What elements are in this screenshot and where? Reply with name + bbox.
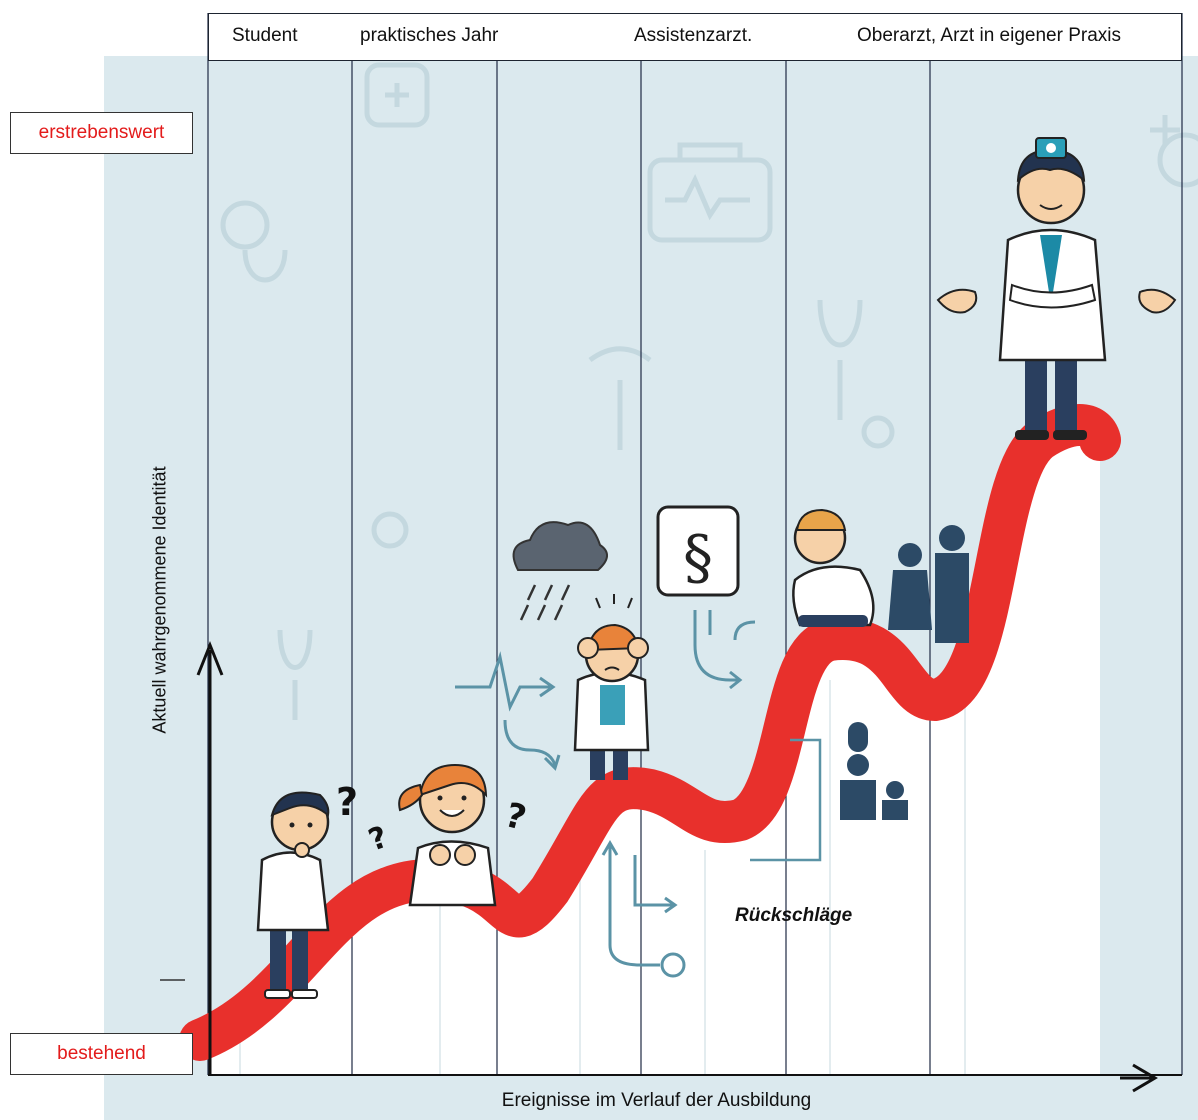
svg-text:§: § [683,523,713,593]
student-figure [256,791,330,999]
kneeling-doctor-figure [792,508,875,627]
y-axis-arrow [196,640,224,676]
under-curve-area [208,440,1100,1075]
stethoscope-icon [220,200,270,250]
stethoscope-icon [817,299,863,420]
rain-cloud-icon [512,521,608,621]
pj-student-figure [398,763,497,907]
question-mark-icon: ? [501,795,530,839]
level-label-top: erstrebenswert [10,112,193,154]
medical-cross-icon [364,62,430,128]
flow-arrow-icon [601,610,756,978]
heartbeat-arrow-icon [455,651,561,771]
stage-label-praktisches-jahr: praktisches Jahr [360,25,499,46]
x-axis-label: Ereignisse im Verlauf der Ausbildung [501,1090,812,1111]
stage-header-bar [208,13,1182,61]
setbacks-annotation: Rückschläge [735,905,853,926]
senior-doctor-figure [998,137,1107,440]
question-mark-icon: ? [364,820,392,859]
caduceus-icon [588,346,652,450]
stressed-resident-figure [573,594,650,780]
question-mark-icon: ? [336,780,358,824]
group-silhouette-icon [840,525,969,820]
medkit-icon [647,157,773,243]
hand-icon [936,288,1177,314]
stage-label-assistenzarzt: Assistenzarzt. [634,25,753,46]
level-label-bottom: bestehend [10,1033,193,1075]
stage-label-student: Student [232,25,298,46]
bg-icons [220,62,1198,720]
stethoscope-icon [277,629,313,720]
bracket-line [750,738,822,862]
x-axis-arrow [1120,1063,1158,1093]
stage-label-oberarzt: Oberarzt, Arzt in eigener Praxis [857,25,1121,46]
paragraph-sign-icon: § [656,505,740,597]
